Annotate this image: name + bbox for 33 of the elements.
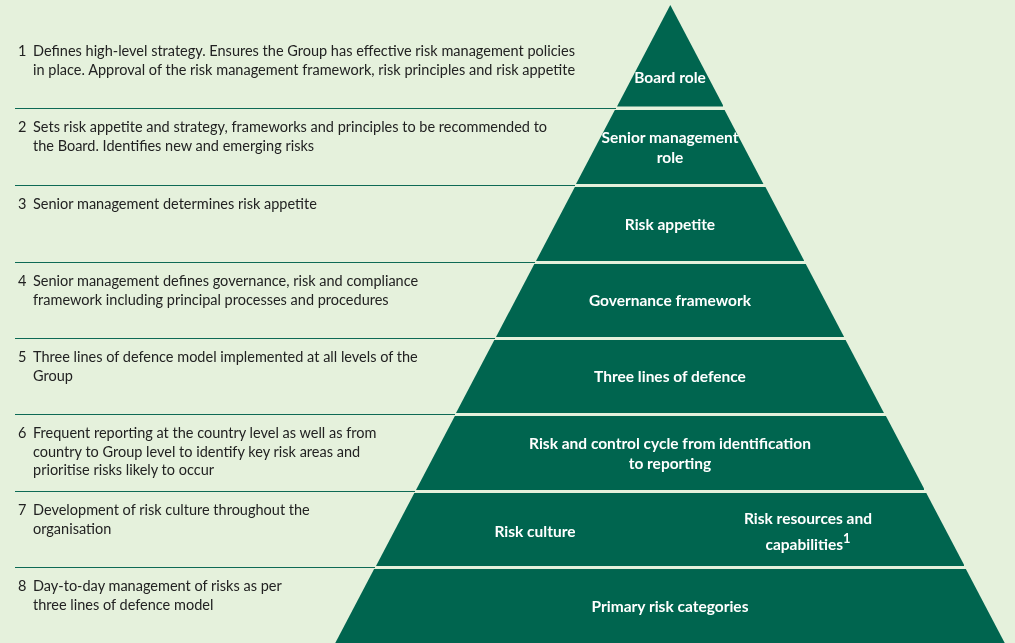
step-number: 8: [18, 577, 27, 596]
step-number: 6: [18, 424, 27, 443]
pyramid-tier: [535, 186, 805, 261]
tier-label: Board role: [633, 67, 707, 87]
step-number: 5: [18, 348, 27, 367]
description-text: Sets risk appetite and strategy, frameworks and principles to be recommended to the Board. Identifies new and emerging risks: [33, 118, 549, 155]
step-number: 4: [18, 272, 27, 291]
pyramid-tier: [456, 339, 884, 413]
tier-label: Risk appetite: [623, 213, 717, 234]
tier-label: Three lines of defence: [593, 366, 747, 386]
pyramid-tier: [415, 415, 925, 490]
tier-label: Risk resources and capabilities$^{1}$: [742, 507, 874, 554]
description-text: Senior management determines risk appetite: [33, 195, 318, 214]
step-number: 7: [18, 501, 27, 520]
step-number: 2: [18, 118, 27, 137]
tier-label: Senior management role: [600, 126, 740, 167]
description-text: Three lines of defence model implemented at all levels of the Group: [33, 348, 419, 385]
description-text: Defines high-level strategy. Ensures the Group has effective risk management policies in place. Approval of the risk management framework, risk principles and risk appetite: [33, 42, 577, 79]
pyramid-tier: [495, 263, 845, 337]
tier-label: Risk culture: [493, 520, 577, 541]
pyramid-tier: [335, 568, 1005, 643]
step-number: 1: [18, 42, 27, 61]
pyramid-tier: [616, 5, 724, 107]
tier-label: Risk and control cycle from identification to reporting: [528, 432, 812, 473]
description-text: Development of risk culture throughout the organisation: [33, 501, 311, 538]
pyramid-tier: [375, 492, 965, 566]
step-number: 3: [18, 195, 27, 214]
description-text: Frequent reporting at the country level as well as from country to Group level to identify key risk areas and prioritise risks likely to occur: [33, 424, 378, 480]
description-text: Senior management defines governance, risk and compliance framework including principal processes and procedures: [33, 272, 420, 309]
description-text: Day-to-day management of risks as per three lines of defence model: [33, 577, 283, 614]
pyramid-tier: [576, 109, 764, 184]
tier-label: Primary risk categories: [590, 595, 750, 616]
tier-label: Governance framework: [587, 290, 752, 310]
